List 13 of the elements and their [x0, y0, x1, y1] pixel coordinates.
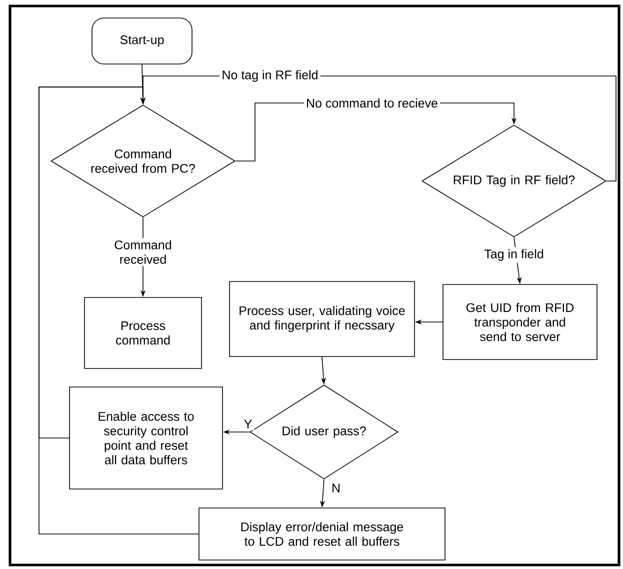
process-box: Process command	[84, 297, 202, 369]
process-box: Process user, validating voice and fingerprint if necssary	[229, 281, 415, 357]
terminal-box: Start-up	[92, 18, 192, 64]
process-box: Display error/denial message to LCD and reset all buffers	[198, 508, 446, 560]
edge-label: Y	[242, 418, 254, 430]
arrow	[38, 86, 199, 534]
edge-label: No command to recieve	[304, 96, 440, 110]
process-box: Enable access to security control point and reset all data buffers	[69, 386, 223, 490]
edge-label: Command received	[106, 238, 180, 266]
edge-label: Tag in field	[482, 247, 546, 263]
process-box: Get UID from RFID transponder and send to server	[442, 284, 598, 360]
edge-label: N	[330, 482, 343, 494]
edge-label: No tag in RF field	[220, 68, 320, 84]
